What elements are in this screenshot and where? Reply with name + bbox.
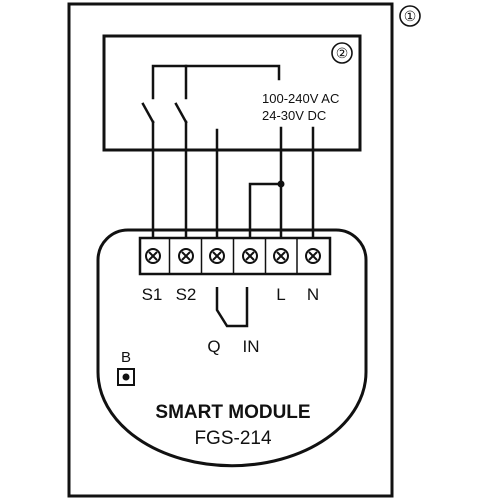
module-model: FGS-214: [194, 428, 272, 449]
terminals: [145, 238, 321, 274]
terminal-screw-q: [209, 248, 225, 264]
terminal-label-in: IN: [243, 337, 260, 356]
terminal-screw-in: [242, 248, 258, 264]
terminal-screw-l: [273, 248, 289, 264]
terminal-label-l: L: [276, 285, 285, 304]
terminal-label-n: N: [307, 285, 319, 304]
b-button-dot: [122, 373, 130, 381]
supply-voltage-dc: 24-30V DC: [262, 108, 326, 123]
terminal-screw-s1: [145, 248, 161, 264]
switch-box: [102, 34, 362, 152]
terminal-screw-n: [305, 248, 321, 264]
outer-enclosure: [67, 2, 394, 498]
button-label: B: [121, 349, 131, 366]
module-body: [96, 228, 368, 468]
device-marker: ①: [404, 8, 417, 24]
terminal-label-s2: S2: [176, 285, 197, 304]
module-name: SMART MODULE: [155, 402, 310, 423]
terminal-label-q: Q: [207, 337, 220, 356]
terminal-block: [138, 236, 332, 276]
q-in-loop: [215, 287, 249, 328]
device-marker-circle: [399, 5, 421, 27]
junction-dot: [277, 180, 285, 188]
supply-marker-circle: [331, 42, 353, 64]
supply-marker: ②: [336, 45, 349, 61]
terminal-label-s1: S1: [142, 285, 163, 304]
supply-voltage-ac: 100-240V AC: [262, 91, 339, 106]
terminal-screw-s2: [178, 248, 194, 264]
